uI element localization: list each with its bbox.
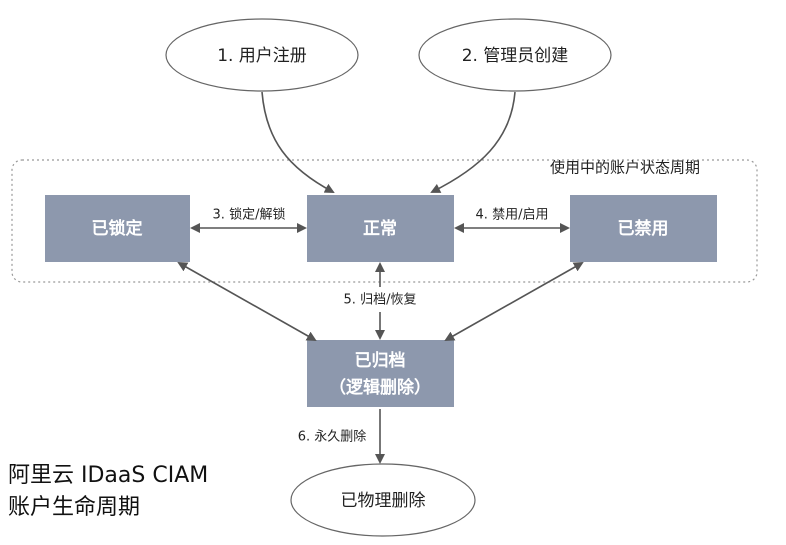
locked-state-label: 已锁定 (92, 218, 143, 239)
caption-line-title: 账户生命周期 (8, 495, 141, 520)
disabled-state-label: 已禁用 (618, 218, 669, 239)
group-label: 使用中的账户状态周期 (550, 159, 700, 177)
physical-delete-node (290, 463, 476, 537)
active-states-group (11, 159, 758, 283)
permanent-delete-label: 6. 永久删除 (298, 430, 367, 445)
user-register-node (165, 18, 359, 92)
lock-unlock-label: 3. 锁定/解锁 (213, 207, 286, 223)
diagram-caption: 阿里云 IDaaS CIAM 账户生命周期 (8, 460, 208, 524)
caption-line-product: 阿里云 IDaaS CIAM (8, 463, 209, 488)
user-register-label: 1. 用户注册 (217, 46, 307, 66)
admin-create-node (418, 18, 612, 92)
locked-state-box (45, 195, 190, 262)
archived-state-label-line1: 已归档 (355, 350, 406, 371)
normal-state-label: 正常 (363, 218, 397, 239)
disabled-state-box (570, 195, 717, 262)
disable-enable-label: 4. 禁用/启用 (476, 208, 549, 223)
locked-archived-arrow (177, 262, 317, 341)
register-to-normal-arrow (261, 91, 335, 193)
normal-state-box (307, 195, 454, 262)
create-to-normal-arrow (430, 91, 516, 193)
admin-create-label: 2. 管理员创建 (462, 46, 569, 66)
physical-delete-label: 已物理删除 (341, 491, 426, 511)
archived-state-label-line2: （逻辑删除） (329, 377, 431, 398)
archived-state-box (307, 340, 454, 407)
disabled-archived-arrow (444, 262, 584, 341)
archive-restore-label: 5. 归档/恢复 (344, 293, 417, 308)
